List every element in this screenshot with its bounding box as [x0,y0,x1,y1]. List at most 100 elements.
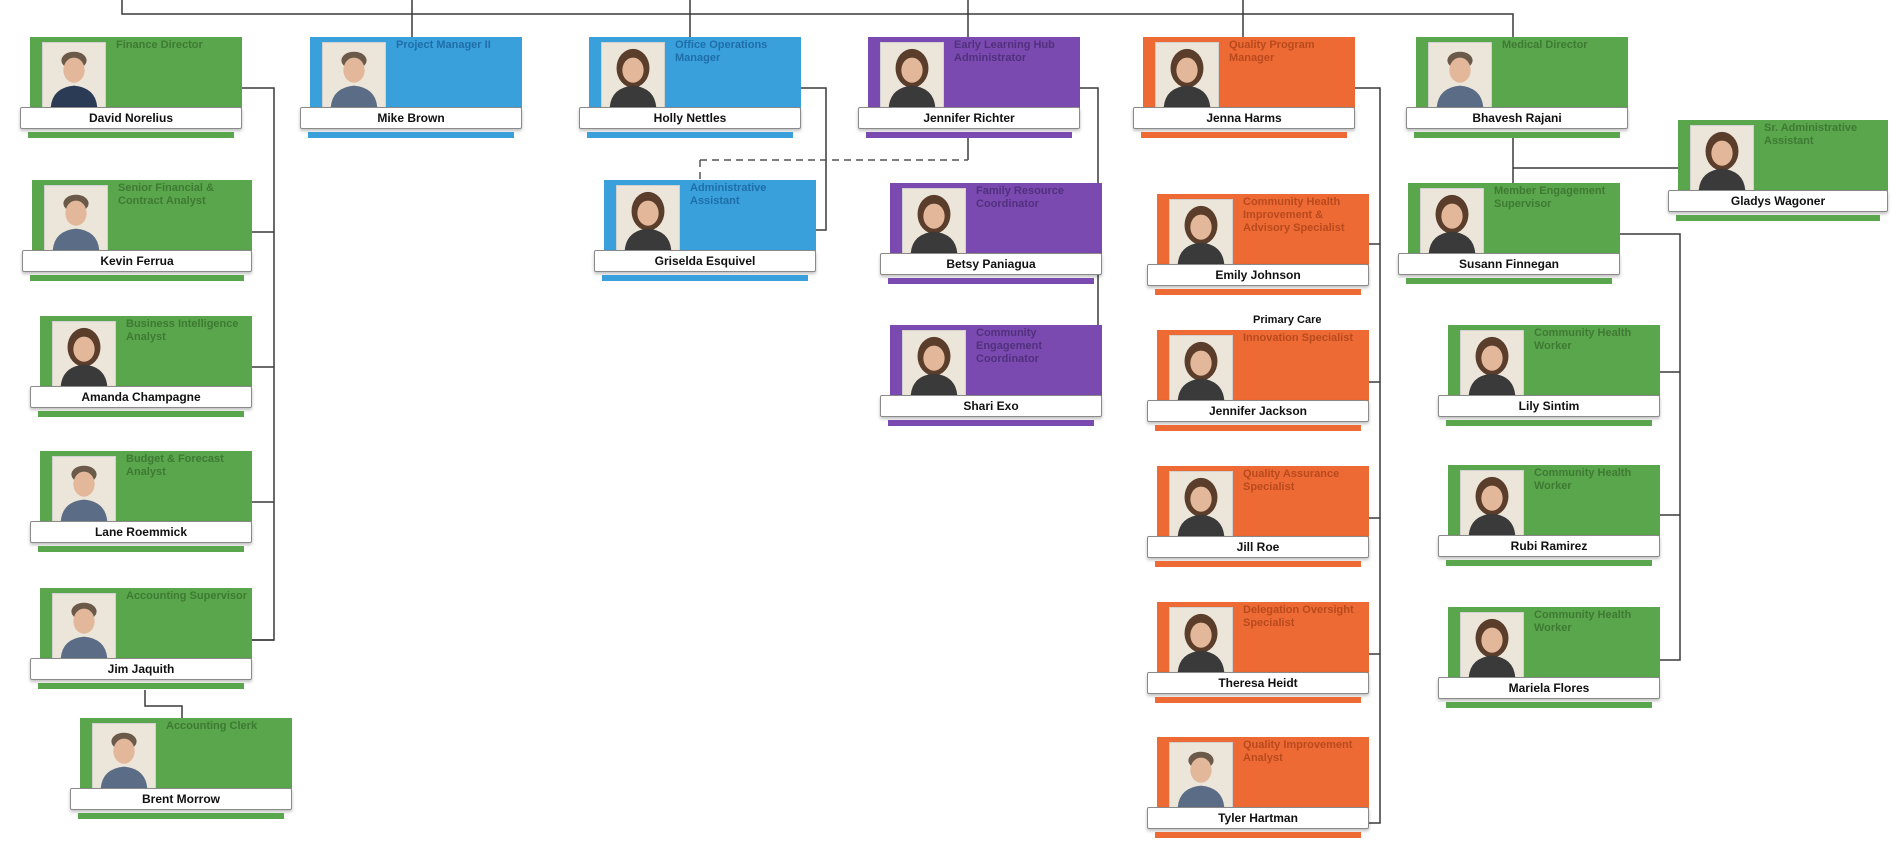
avatar-woman-icon [1169,335,1233,401]
avatar-man-icon [1428,42,1492,108]
person-name: Bhavesh Rajani [1406,107,1628,129]
job-title: Community Health Worker [1534,609,1632,634]
person-name: Jennifer Jackson [1147,400,1369,422]
avatar-man-suit-icon [42,42,106,108]
job-title: Community Health Worker [1534,467,1632,492]
card-underline [28,132,234,138]
avatar-woman-icon [1690,125,1754,191]
job-title: Medical Director [1502,39,1588,51]
card-underline [1155,832,1361,838]
job-title: Accounting Supervisor [126,590,248,602]
person-name: Lane Roemmick [30,521,252,543]
card-underline [1155,425,1361,431]
card-underline [888,278,1094,284]
person-name: David Norelius [20,107,242,129]
job-title: Quality Program Manager [1229,39,1315,64]
person-name: Lily Sintim [1438,395,1660,417]
person-name: Gladys Wagoner [1668,190,1888,212]
job-title: Office Operations Manager [675,39,768,64]
card-underline [78,813,284,819]
chw-spine [1580,233,1681,661]
card-underline [1155,561,1361,567]
primary-care-label: Primary Care [1253,314,1322,326]
card-underline [866,132,1072,138]
person-name: Holly Nettles [579,107,801,129]
avatar-woman-icon [601,42,665,108]
person-name: Shari Exo [880,395,1102,417]
person-name: Emily Johnson [1147,264,1369,286]
person-name: Brent Morrow [70,788,292,810]
avatar-woman-icon [1460,612,1524,678]
card-underline [308,132,514,138]
job-title: Budget & Forecast Analyst [126,453,224,478]
card-underline [1155,697,1361,703]
card-underline [1141,132,1347,138]
card-underline [1414,132,1620,138]
person-name: Griselda Esquivel [594,250,816,272]
card-underline [38,546,244,552]
avatar-woman-icon [1155,42,1219,108]
person-name: Jenna Harms [1133,107,1355,129]
card-underline [1446,420,1652,426]
card-underline [1155,289,1361,295]
accounting-connector [144,690,183,720]
avatar-man-icon [52,456,116,522]
person-name: Susann Finnegan [1398,253,1620,275]
person-name: Betsy Paniagua [880,253,1102,275]
person-name: Mariela Flores [1438,677,1660,699]
card-underline [1406,278,1612,284]
avatar-woman-icon [1420,188,1484,254]
job-title: Member Engagement Supervisor [1494,185,1606,210]
card-underline [888,420,1094,426]
person-name: Kevin Ferrua [22,250,252,272]
job-title: Business Intelligence Analyst [126,318,239,343]
avatar-woman-icon [1169,471,1233,537]
job-title: Quality Assurance Specialist [1243,468,1340,493]
avatar-woman-icon [902,188,966,254]
top-connector [121,0,1514,37]
person-name: Mike Brown [300,107,522,129]
job-title: Finance Director [116,39,203,51]
person-name: Theresa Heidt [1147,672,1369,694]
job-title: Family Resource Coordinator [976,185,1065,210]
job-title: Quality Improvement Analyst [1243,739,1353,764]
job-title: Early Learning Hub Administrator [954,39,1055,64]
job-title: Community Health Improvement & Advisory … [1243,196,1345,234]
avatar-man-icon [44,185,108,251]
avatar-woman-icon [1169,607,1233,673]
avatar-man-icon [92,723,156,789]
job-title: Sr. Administrative Assistant [1764,122,1858,147]
org-card-p16: Community Health Improvement & Advisory … [1147,194,1369,295]
avatar-woman-icon [616,185,680,251]
avatar-man-icon [52,593,116,659]
card-underline [38,411,244,417]
job-title: Delegation Oversight Specialist [1243,604,1354,629]
card-underline [602,275,808,281]
job-title: Administrative Assistant [690,182,767,207]
person-name: Amanda Champagne [30,386,252,408]
job-title: Project Manager II [396,39,491,51]
job-title: Community Engagement Coordinator [976,327,1043,365]
job-title: Senior Financial & Contract Analyst [118,182,214,207]
person-name: Tyler Hartman [1147,807,1369,829]
